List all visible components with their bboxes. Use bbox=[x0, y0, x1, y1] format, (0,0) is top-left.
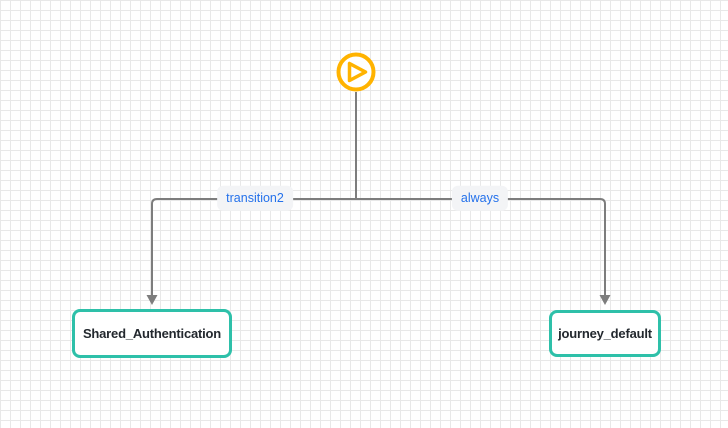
play-circle-icon bbox=[336, 52, 376, 92]
edge-transition2[interactable] bbox=[151, 198, 356, 296]
edge-label-transition2[interactable]: transition2 bbox=[217, 185, 293, 211]
arrowhead-left-icon bbox=[146, 295, 158, 305]
node-label: Shared_Authentication bbox=[82, 326, 222, 341]
node-shared-authentication[interactable]: Shared_Authentication bbox=[72, 309, 232, 358]
node-label: journey_default bbox=[558, 326, 652, 341]
edge-label-always[interactable]: always bbox=[451, 185, 509, 211]
node-journey-default[interactable]: journey_default bbox=[549, 310, 661, 357]
arrowhead-right-icon bbox=[599, 295, 611, 305]
start-node[interactable] bbox=[336, 52, 376, 92]
edge-always[interactable] bbox=[356, 198, 606, 296]
